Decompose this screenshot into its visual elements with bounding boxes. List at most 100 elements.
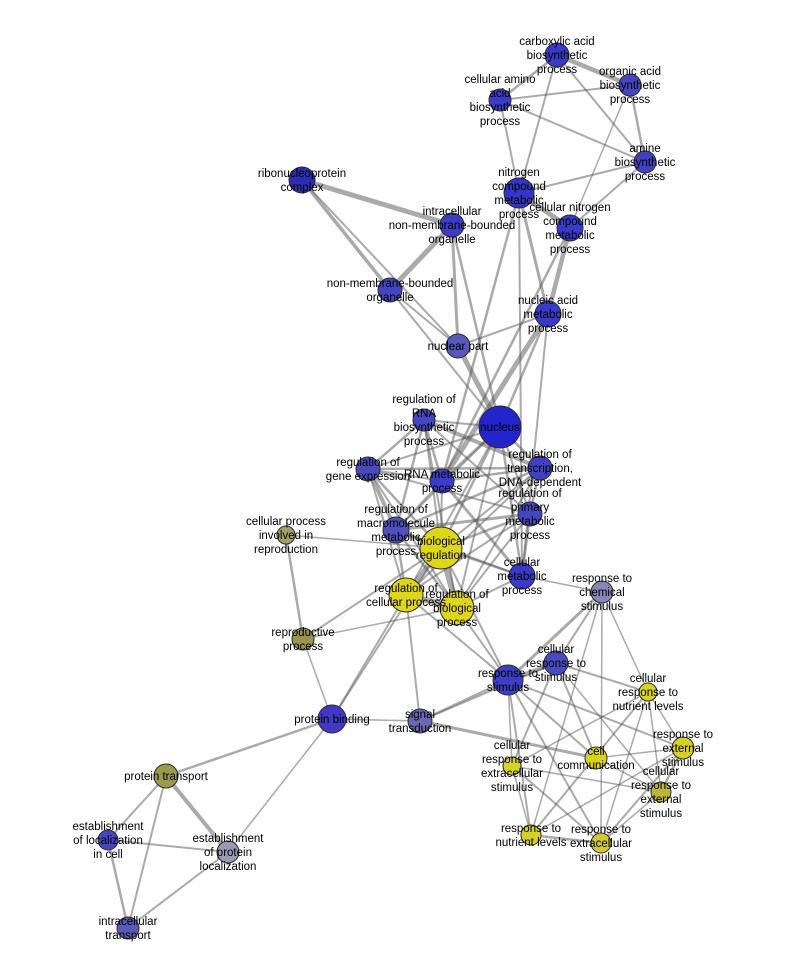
edge-cellrespnut-cellrespextra — [511, 691, 649, 767]
edge-respchem-cellresp — [555, 591, 603, 664]
edge-intranmbo-nmbo — [387, 222, 455, 293]
edge-respchem-respnut — [530, 591, 603, 836]
node-nmbo[interactable] — [377, 277, 403, 303]
edge-cpir-bioreg — [285, 534, 442, 549]
edge-protbind-prottrans — [164, 717, 334, 778]
node-carbox[interactable] — [544, 42, 570, 68]
edge-respchem-cellrespnut — [601, 591, 649, 693]
edge-carbox-organicacid — [554, 52, 633, 88]
node-respnut[interactable] — [520, 824, 542, 846]
node-cellrespext[interactable] — [650, 781, 672, 803]
node-protbind[interactable] — [317, 704, 347, 734]
edge-aminoacid-amine — [499, 99, 646, 163]
edge-repro-bioreg — [302, 547, 442, 640]
node-regrna[interactable] — [412, 408, 436, 432]
edge-regcell-respstim — [405, 594, 509, 681]
edge-regrna-regprimary — [423, 419, 531, 515]
node-estprot[interactable] — [216, 840, 240, 864]
node-regtrans[interactable] — [527, 455, 553, 481]
edge-respext-respnut — [530, 747, 684, 836]
node-aminoacid[interactable] — [488, 88, 512, 112]
node-cellnitrogen[interactable] — [556, 214, 584, 242]
edge-repro-regbio — [302, 607, 458, 640]
node-intranmbo[interactable] — [439, 212, 465, 238]
edge-cellcomm-sigtrans — [418, 719, 598, 760]
edge-respext-respextra — [600, 747, 684, 844]
node-repro[interactable] — [291, 627, 315, 651]
edge-protbind-bioreg — [331, 547, 442, 720]
node-respextra[interactable] — [590, 832, 612, 854]
node-respext[interactable] — [671, 736, 695, 760]
node-bioreg[interactable] — [419, 526, 463, 570]
edge-nmbo-nucleus — [389, 289, 501, 428]
edge-rnamet-cellmet — [440, 479, 524, 578]
node-rnamet[interactable] — [429, 468, 455, 494]
node-cpir[interactable] — [276, 525, 296, 545]
node-regcell[interactable] — [388, 577, 424, 613]
node-intratrans[interactable] — [116, 916, 140, 940]
node-cellmet[interactable] — [508, 562, 536, 590]
node-amine[interactable] — [633, 150, 657, 174]
node-rnp[interactable] — [288, 166, 316, 194]
node-estloc[interactable] — [97, 829, 119, 851]
edge-respchem-cellmet — [521, 575, 603, 593]
node-nucpart[interactable] — [445, 333, 471, 359]
edge-regcell-sigtrans — [405, 594, 421, 722]
node-cellcomm[interactable] — [584, 746, 608, 770]
edge-regprimary-regbio — [456, 513, 531, 609]
node-label-protbind: protein binding — [294, 714, 369, 726]
node-respchem[interactable] — [590, 580, 614, 604]
node-cellrespextra[interactable] — [502, 756, 522, 776]
node-respstim[interactable] — [492, 664, 524, 696]
edge-estloc-estprot — [107, 839, 229, 853]
edge-cpir-repro — [284, 533, 305, 641]
node-regprimary[interactable] — [517, 501, 543, 527]
node-reggene[interactable] — [355, 456, 381, 482]
edge-rnp-nmbo — [300, 178, 392, 292]
node-nucleus[interactable] — [478, 405, 522, 449]
node-cellresp[interactable] — [543, 650, 569, 676]
edge-nucleus-reggene — [367, 426, 501, 470]
edge-nucacid-nucpart — [457, 313, 549, 347]
edge-amine-nitrogen — [518, 161, 646, 194]
node-regbio[interactable] — [439, 590, 475, 626]
node-nitrogen[interactable] — [503, 177, 535, 209]
edge-reggene-regbio — [367, 468, 458, 609]
edge-cellcomm-cellrespext — [595, 757, 662, 793]
node-nucacid[interactable] — [534, 300, 562, 328]
edge-cellrespextra-respextra — [511, 765, 602, 844]
node-sigtrans[interactable] — [407, 708, 433, 734]
edge-respstim-respextra — [507, 679, 602, 844]
node-regmacro[interactable] — [382, 516, 410, 544]
edge-regtrans-regmacro — [394, 466, 542, 532]
node-prottrans[interactable] — [153, 763, 179, 789]
edge-carbox-amine — [556, 54, 646, 163]
edge-prottrans-estprot — [164, 774, 230, 854]
edge-cellrespextra-respnut — [511, 765, 532, 836]
edge-nucacid-rnamet — [439, 311, 551, 484]
node-cellrespnut[interactable] — [638, 682, 658, 702]
edge-regtrans-reggene — [366, 466, 542, 471]
node-organicacid[interactable] — [618, 73, 642, 97]
edges-layer — [106, 52, 685, 930]
edge-respstim-respnut — [507, 679, 532, 836]
